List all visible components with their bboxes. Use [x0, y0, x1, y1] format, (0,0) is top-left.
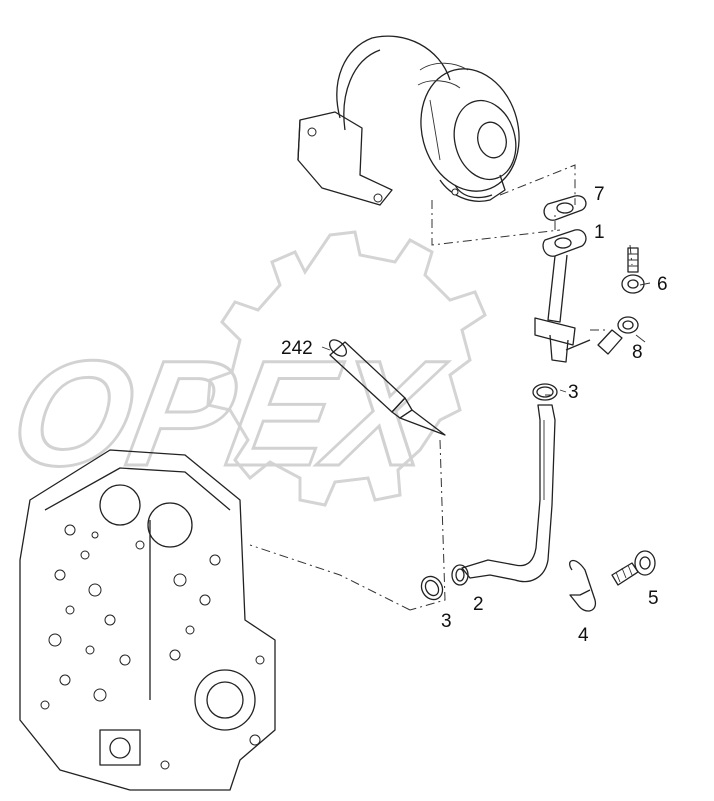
- gasket-part-7: [543, 195, 587, 221]
- turbocharger: [297, 35, 520, 206]
- watermark-brand-text: OPEX: [0, 330, 454, 498]
- drain-plug-part-5: [611, 550, 656, 586]
- callout-label-3-top: 3: [568, 382, 579, 403]
- callout-label-4: 4: [578, 625, 589, 646]
- sealant-tube-part-242: [328, 339, 446, 436]
- callout-label-1: 1: [594, 222, 605, 243]
- callout-label-7: 7: [594, 184, 605, 205]
- hose-clamp-part-3-lower: [420, 575, 444, 601]
- watermark-gear-outline: [206, 230, 487, 507]
- opex-watermark: OPEX: [0, 230, 487, 507]
- wire-clip-part-4: [569, 559, 597, 612]
- union-fitting-part-8: [597, 316, 639, 355]
- reference-lines: [249, 164, 633, 611]
- callout-labels: 7 1 6 8 242 3 2 3 4 5: [281, 184, 668, 646]
- oil-return-lower-hose-part-2: [451, 404, 556, 586]
- banjo-fitting-part-6: [621, 247, 645, 294]
- oil-return-upper-pipe-part-1: [534, 229, 591, 363]
- engine-block: [19, 449, 276, 791]
- callout-label-242: 242: [281, 338, 313, 359]
- callout-label-5: 5: [648, 588, 659, 609]
- callout-label-2: 2: [473, 594, 484, 615]
- callout-label-8: 8: [632, 342, 643, 363]
- leader-lines: [321, 282, 651, 393]
- callout-label-6: 6: [657, 274, 668, 295]
- hose-clamp-part-3-upper: [532, 383, 558, 401]
- engine-block-holes: [40, 524, 265, 770]
- callout-label-3-bottom: 3: [441, 611, 452, 632]
